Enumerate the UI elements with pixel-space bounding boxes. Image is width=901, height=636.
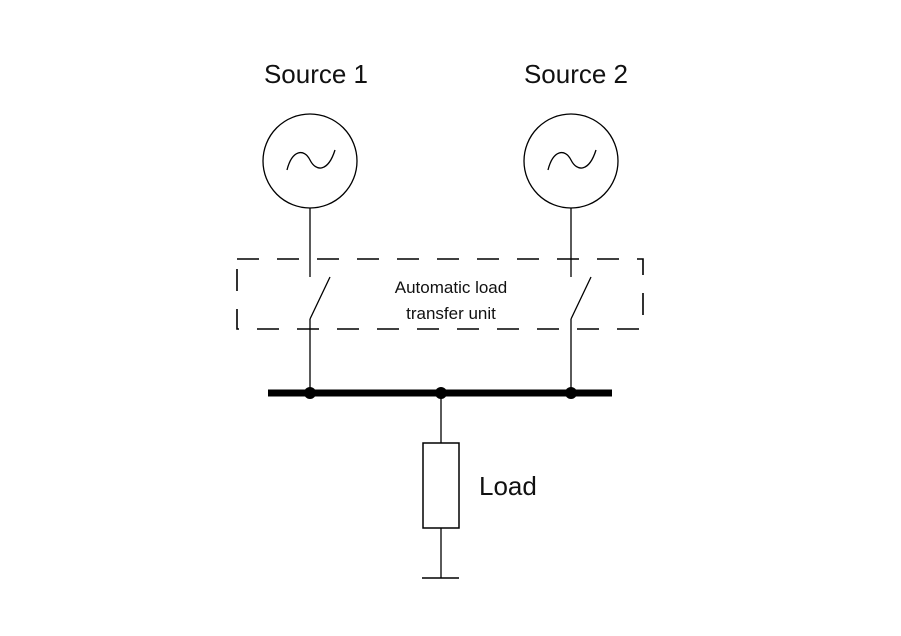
transfer-unit-label-line2: transfer unit [406, 304, 496, 323]
resistor-icon [422, 442, 460, 529]
source-1-generator [262, 113, 358, 209]
source-2-label: Source 2 [524, 59, 628, 89]
source-1-label: Source 1 [264, 59, 368, 89]
transfer-unit-label-line1: Automatic load [395, 278, 507, 297]
junction-dot-icon [565, 387, 577, 399]
source-2-generator [523, 113, 619, 209]
junction-dot-icon [304, 387, 316, 399]
transfer-unit-enclosure [236, 258, 644, 330]
ac-sine-icon [286, 149, 336, 171]
load-label: Load [479, 471, 537, 501]
switch-1-icon [309, 276, 331, 320]
switch-2-icon [570, 276, 592, 320]
ac-sine-icon [547, 149, 597, 171]
